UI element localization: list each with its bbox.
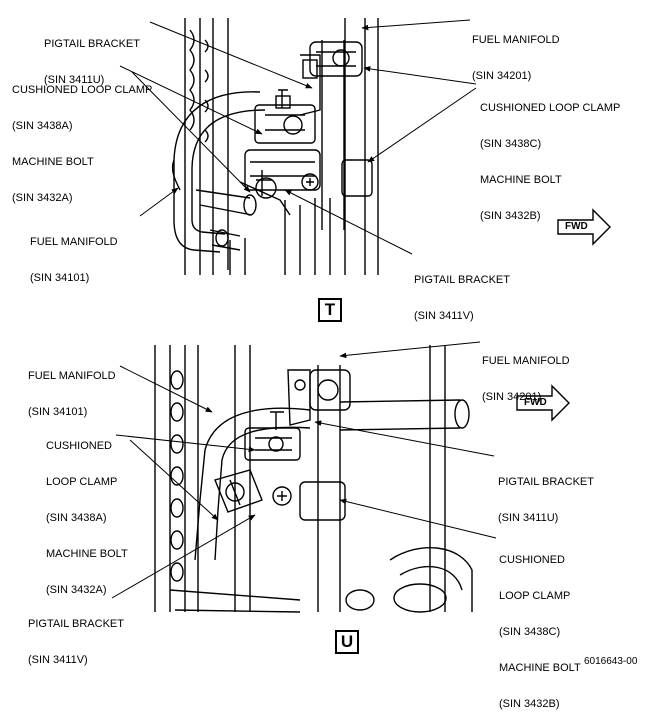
diagram-canvas: [111, 18, 611, 613]
label-line: (SIN 3411U): [498, 512, 559, 524]
view-t-label-pigtail-bracket-top: PIGTAIL BRACKET (SIN 3411U): [44, 14, 140, 98]
view-t-illustration: [171, 18, 379, 275]
label-line: MACHINE BOLT: [12, 156, 94, 168]
label-line: FUEL MANIFOLD: [30, 236, 118, 248]
label-line: (SIN 3411U): [44, 74, 105, 86]
label-line: (SIN 3411V): [414, 310, 474, 322]
label-line: (SIN 34101): [30, 272, 90, 284]
label-line: (SIN 34101): [28, 406, 88, 418]
view-u-label-pigtail-bracket-right: PIGTAIL BRACKET (SIN 3411U): [498, 452, 594, 536]
view-t-leaders: [119, 19, 477, 255]
view-t-label-fuel-manifold-left: FUEL MANIFOLD (SIN 34101): [30, 212, 118, 296]
view-u-label-fuel-manifold-left: FUEL MANIFOLD (SIN 34101): [28, 346, 116, 430]
label-line: (SIN 3432A): [46, 584, 107, 596]
label-line: (SIN 3432B): [499, 698, 560, 710]
label-line: (SIN 3438A): [12, 120, 73, 132]
view-t-fwd-arrow: [557, 208, 611, 246]
view-u-fwd-label: FWD: [524, 397, 547, 408]
label-line: (SIN 3432B): [480, 210, 541, 222]
label-line: FUEL MANIFOLD: [28, 370, 116, 382]
label-line: FUEL MANIFOLD: [482, 355, 570, 367]
label-line: FUEL MANIFOLD: [472, 34, 560, 46]
view-t-label-fuel-manifold-right: FUEL MANIFOLD (SIN 34201): [472, 10, 560, 94]
label-line: CUSHIONED LOOP CLAMP: [480, 102, 621, 114]
label-line: (SIN 3432A): [12, 192, 73, 204]
label-line: PIGTAIL BRACKET: [414, 274, 510, 286]
label-line: CUSHIONED: [499, 554, 566, 566]
label-line: PIGTAIL BRACKET: [28, 618, 124, 630]
label-line: LOOP CLAMP: [46, 476, 118, 488]
label-line: LOOP CLAMP: [499, 590, 571, 602]
view-t-label-cushioned-clamp-right: CUSHIONED LOOP CLAMP (SIN 3438C) MACHINE…: [480, 78, 620, 234]
label-line: (SIN 34201): [482, 391, 542, 403]
view-u-label-pigtail-bracket-left: PIGTAIL BRACKET (SIN 3411V): [28, 594, 124, 678]
view-u-fwd-arrow: [516, 384, 570, 422]
figure-number: 6016643-00: [584, 656, 638, 667]
label-line: MACHINE BOLT: [480, 174, 562, 186]
view-u-label-cushioned-clamp-left: CUSHIONED LOOP CLAMP (SIN 3438A) MACHINE…: [46, 416, 128, 608]
label-line: MACHINE BOLT: [499, 662, 581, 674]
label-line: (SIN 3438C): [480, 138, 542, 150]
view-t-fwd-label: FWD: [565, 221, 588, 232]
view-u-illustration: [154, 345, 473, 613]
view-t-label-pigtail-bracket-bottom: PIGTAIL BRACKET (SIN 3411V): [414, 250, 510, 334]
label-line: CUSHIONED: [46, 440, 113, 452]
label-line: PIGTAIL BRACKET: [498, 476, 594, 488]
view-u-letter-box: U: [335, 630, 359, 654]
label-line: (SIN 34201): [472, 70, 532, 82]
view-t-label-cushioned-clamp-left: CUSHIONED LOOP CLAMP (SIN 3438A) MACHINE…: [12, 60, 152, 216]
view-u-leaders: [111, 341, 497, 599]
label-line: MACHINE BOLT: [46, 548, 128, 560]
view-u-label-cushioned-clamp-right: CUSHIONED LOOP CLAMP (SIN 3438C) MACHINE…: [499, 530, 581, 722]
label-line: PIGTAIL BRACKET: [44, 38, 140, 50]
label-line: (SIN 3438C): [499, 626, 561, 638]
view-u-label-fuel-manifold-right: FUEL MANIFOLD (SIN 34201): [482, 331, 570, 415]
view-t-letter-box: T: [318, 298, 342, 322]
label-line: CUSHIONED LOOP CLAMP: [12, 84, 153, 96]
label-line: (SIN 3438A): [46, 512, 107, 524]
label-line: (SIN 3411V): [28, 654, 88, 666]
